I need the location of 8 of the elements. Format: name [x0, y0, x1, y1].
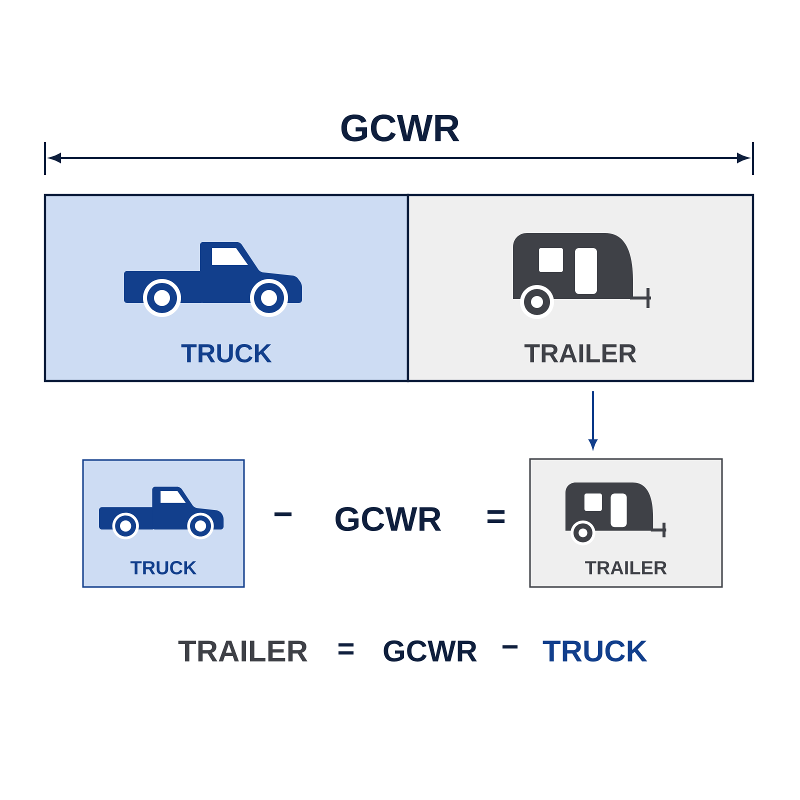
formula-term: = [338, 643, 354, 655]
formula-term: TRUCK [542, 640, 648, 662]
formula-term: − [502, 645, 518, 648]
arrow [588, 391, 598, 449]
formula-term: TRAILER [178, 640, 308, 662]
formula-term: GCWR [384, 640, 477, 662]
title: GCWR [341, 114, 460, 142]
formula-term: GCWR [336, 506, 442, 532]
